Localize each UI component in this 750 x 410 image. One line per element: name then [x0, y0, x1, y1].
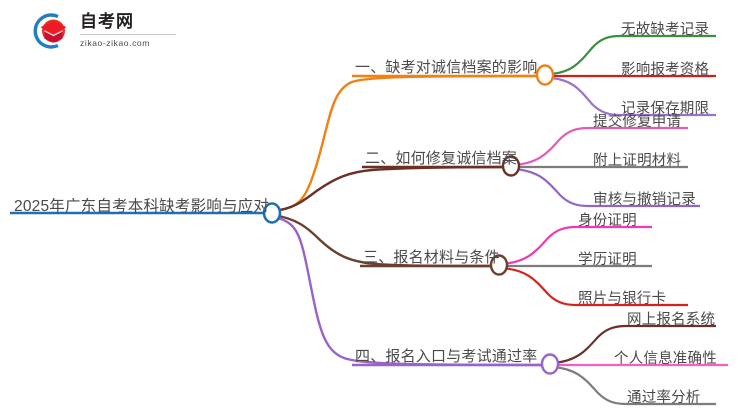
- logo-url: zikao-zikao.com: [80, 34, 176, 49]
- leaf-label-4-2[interactable]: 个人信息准确性: [614, 351, 717, 367]
- branch-label-3[interactable]: 三、报名材料与条件: [363, 249, 500, 266]
- root-node-label[interactable]: 2025年广东自考本科缺考影响与应对: [14, 198, 270, 215]
- connector-b3-c1: [501, 225, 652, 266]
- branch-label-2[interactable]: 二、如何修复诚信档案: [365, 150, 518, 167]
- leaf-label-2-1[interactable]: 提交修复申请: [593, 114, 682, 130]
- connector-b1-c1: [548, 34, 716, 76]
- leaf-label-3-2[interactable]: 学历证明: [578, 252, 637, 268]
- leaf-label-1-1[interactable]: 无故缺考记录: [621, 22, 710, 38]
- leaf-label-3-1[interactable]: 身份证明: [578, 213, 637, 229]
- leaf-label-2-3[interactable]: 审核与撤销记录: [593, 192, 696, 208]
- root-node-circle: [262, 202, 282, 224]
- connector-root-branch-4: [273, 215, 550, 367]
- connector-root-branch-1: [273, 74, 546, 213]
- branch-4-node-circle: [540, 353, 560, 375]
- connector-b2-c3: [513, 167, 700, 208]
- branch-1-node-circle: [535, 64, 555, 86]
- leaf-label-2-2[interactable]: 附上证明材料: [593, 153, 682, 169]
- leaf-label-3-3[interactable]: 照片与银行卡: [578, 291, 667, 307]
- branch-2-node-circle: [501, 155, 521, 177]
- branch-label-4[interactable]: 四、报名入口与考试通过率: [355, 348, 538, 365]
- leaf-label-1-2[interactable]: 影响报考资格: [621, 62, 710, 78]
- connector-b3-c3: [501, 266, 688, 307]
- site-logo: 自考网 zikao-zikao.com: [28, 11, 178, 51]
- graduation-cap-icon: [33, 13, 67, 49]
- logo-text-block: 自考网 zikao-zikao.com: [80, 11, 176, 51]
- connector-b2-c1: [513, 126, 688, 167]
- branch-3-node-circle: [489, 254, 509, 276]
- leaf-label-4-1[interactable]: 网上报名系统: [627, 312, 716, 328]
- connector-b4-c1: [552, 324, 716, 365]
- connector-b1-c3: [548, 76, 716, 117]
- connector-root-branch-2: [273, 165, 511, 213]
- leaf-label-1-3[interactable]: 记录保存期限: [621, 101, 710, 117]
- logo-name: 自考网: [80, 12, 134, 31]
- branch-label-1[interactable]: 一、缺考对诚信档案的影响: [355, 59, 538, 76]
- leaf-label-4-3[interactable]: 通过率分析: [627, 390, 701, 406]
- connector-b4-c3: [552, 365, 716, 406]
